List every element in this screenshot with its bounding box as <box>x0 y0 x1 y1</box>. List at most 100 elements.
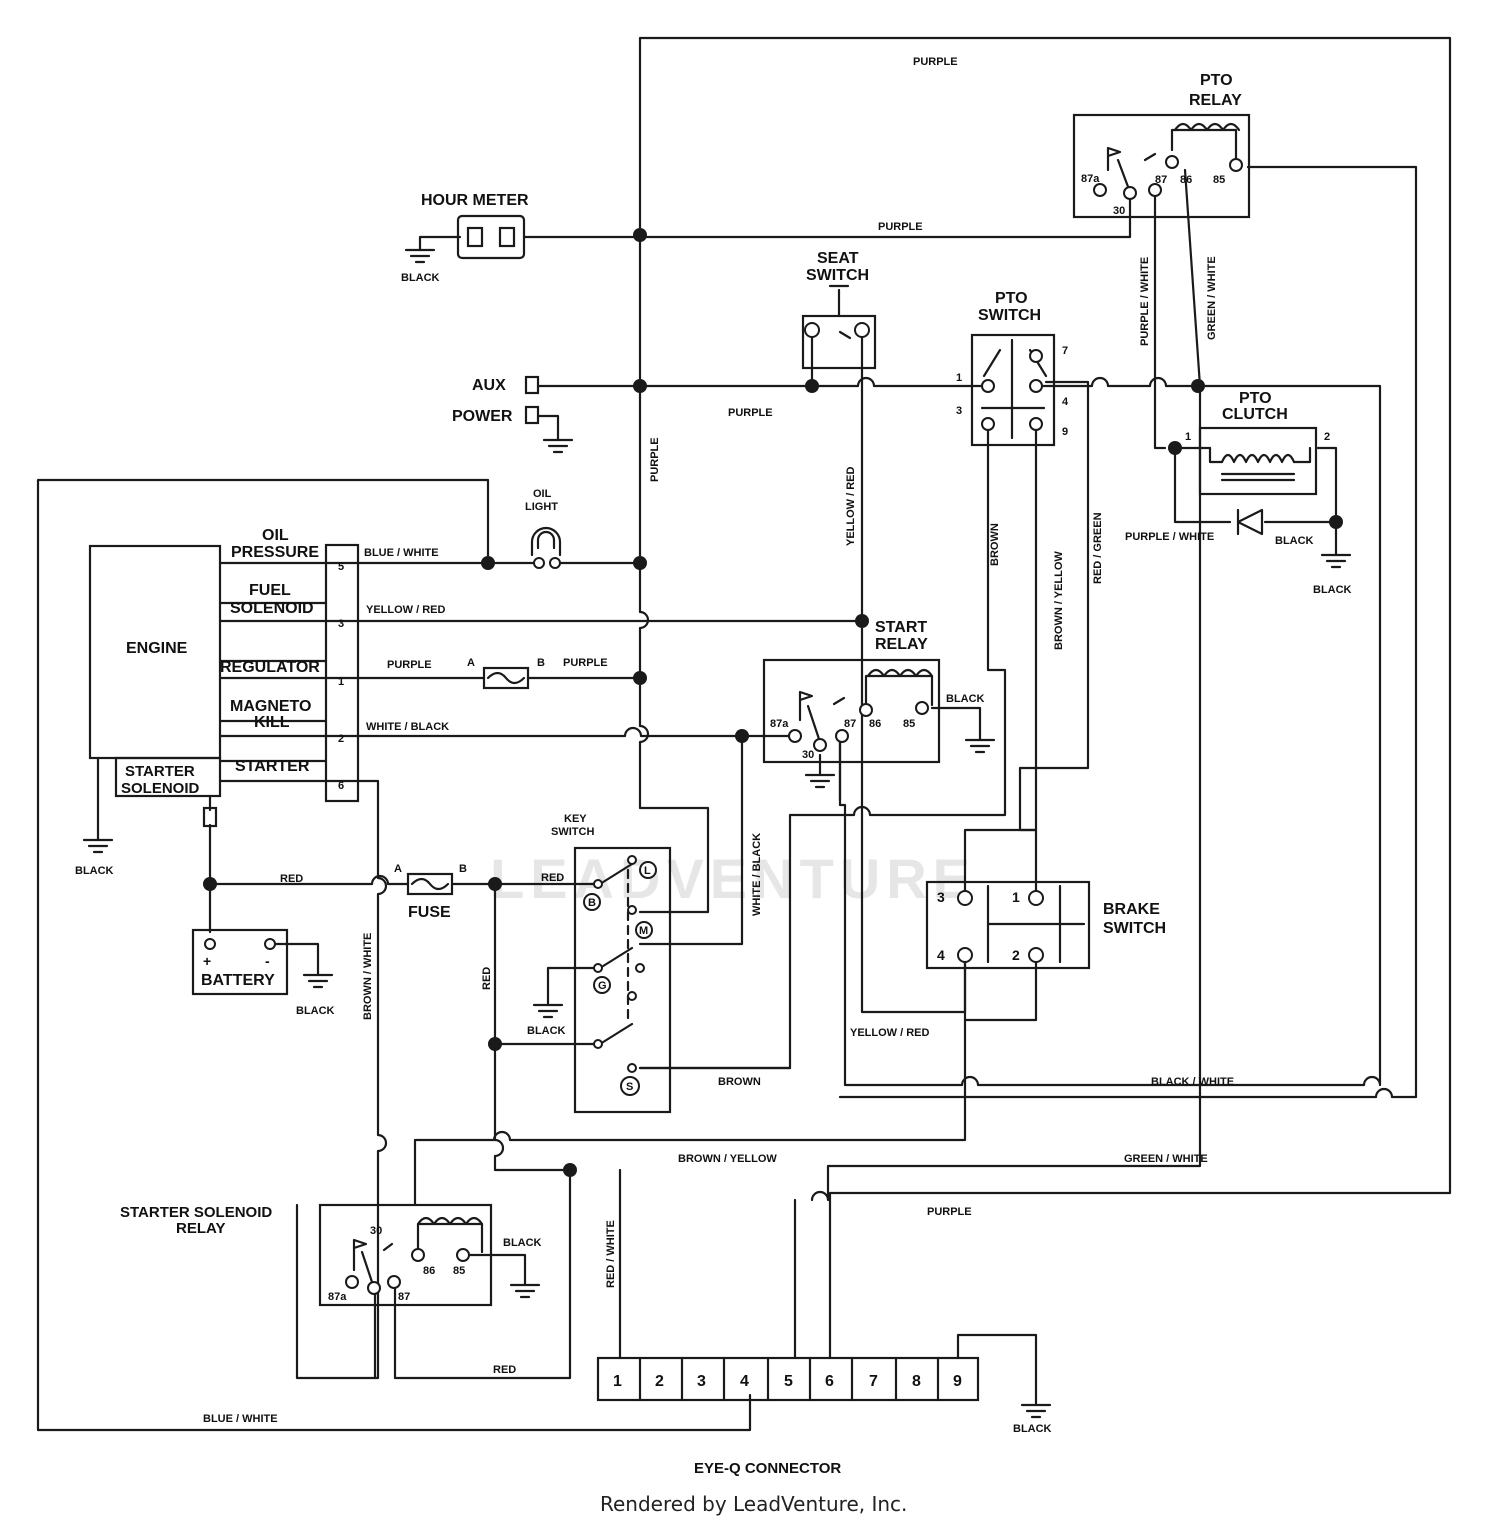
wire-black-ssr <box>461 1253 527 1287</box>
wire-black-eyeq <box>956 1333 1038 1407</box>
eye-q-pin: 4 <box>740 1373 749 1390</box>
junction-dot <box>488 1037 502 1051</box>
pto-clutch-label: CLUTCH <box>1222 406 1288 423</box>
pin-label: B <box>459 863 467 875</box>
terminal <box>456 1248 470 1262</box>
pto-clutch-box <box>1198 426 1318 496</box>
terminal <box>1093 183 1107 197</box>
terminal <box>859 703 873 717</box>
pto-relay-label: RELAY <box>1189 92 1242 109</box>
wire-label: GREEN / WHITE <box>1206 256 1218 340</box>
wire-purple-white-relay <box>1153 188 1167 450</box>
wire-label: BLACK <box>503 1237 542 1249</box>
magneto-kill-label: MAGNETO <box>230 698 311 715</box>
terminal <box>1165 155 1179 169</box>
wire-label: BLACK <box>946 693 985 705</box>
fuel-solenoid-label: SOLENOID <box>230 600 314 617</box>
pin-label: 1 <box>338 676 344 688</box>
pin-label: 9 <box>1062 426 1068 438</box>
hour-meter-slot-right <box>498 226 516 248</box>
junction-dot <box>488 877 502 891</box>
pin-label: 2 <box>338 733 344 745</box>
seat-switch-label: SWITCH <box>806 267 869 284</box>
power-terminal[interactable] <box>524 405 540 425</box>
starter-solenoid-relay-label: RELAY <box>176 1220 225 1237</box>
wire-label: PURPLE <box>387 659 432 671</box>
eye-q-pin: 7 <box>869 1373 878 1390</box>
wire-label: PURPLE <box>913 56 958 68</box>
oil-light-label: LIGHT <box>525 501 558 513</box>
wire-label: BLACK <box>1275 535 1314 547</box>
wire-label: RED <box>541 872 564 884</box>
brake-switch-box <box>925 880 1091 970</box>
hour-meter-slot-left <box>466 226 484 248</box>
pin-label: 86 <box>869 718 881 730</box>
key-position-b <box>583 893 601 911</box>
ground-icon <box>532 1003 564 1019</box>
pin-label: 85 <box>453 1265 465 1277</box>
oil-light-bulb <box>530 526 562 557</box>
wire-label: BROWN <box>718 1076 761 1088</box>
terminal <box>1028 947 1044 963</box>
junction-dot <box>633 556 647 570</box>
wire-label: PURPLE / WHITE <box>1139 257 1151 346</box>
pin-label: 85 <box>1213 174 1225 186</box>
pto-clutch-label: PTO <box>1239 390 1272 407</box>
wire-brown-white <box>218 779 388 1380</box>
pin-label: 7 <box>1062 345 1068 357</box>
power-label: POWER <box>452 408 513 425</box>
ssr-contacts <box>352 1238 394 1284</box>
eye-q-pin: 8 <box>912 1373 921 1390</box>
wire-label: BROWN / YELLOW <box>1053 551 1065 650</box>
main-fuse <box>406 872 454 896</box>
pin-label: 87a <box>770 718 789 730</box>
pin-label: 86 <box>423 1265 435 1277</box>
pto-clutch-leads <box>1208 446 1312 464</box>
terminal <box>627 905 637 915</box>
starter-solenoid-label: SOLENOID <box>121 780 200 797</box>
key-switch-label: KEY <box>564 813 587 825</box>
terminal <box>627 855 637 865</box>
brake-switch-frame <box>986 884 1086 964</box>
terminal <box>981 379 995 393</box>
terminal <box>1229 158 1243 172</box>
ground-icon <box>404 248 436 264</box>
wire-red-vertical <box>393 882 572 1380</box>
eye-q-connector-label: EYE-Q CONNECTOR <box>694 1460 841 1477</box>
clutch-diode <box>1236 508 1264 536</box>
pin-label: 4 <box>937 947 945 963</box>
start-relay-coil-leads <box>864 674 934 707</box>
starter-label: STARTER <box>235 758 310 775</box>
wire-hour-ground <box>418 235 462 252</box>
wire-pto-relay-85 <box>838 165 1418 1099</box>
pin-label: 1 <box>956 372 962 384</box>
terminal <box>593 963 603 973</box>
aux-terminal[interactable] <box>524 375 540 395</box>
start-relay-label: RELAY <box>875 636 928 653</box>
wire-purple-top <box>638 36 1452 1360</box>
junction-dot <box>633 671 647 685</box>
watermark: LEADVENTURE <box>490 847 976 910</box>
pin-label: 1 <box>1012 889 1020 905</box>
seat-switch-blade <box>838 330 852 340</box>
terminal <box>345 1275 359 1289</box>
pto-clutch-core <box>1220 472 1296 482</box>
wire-black-clutch <box>1263 446 1338 524</box>
pin-label: 3 <box>338 618 344 630</box>
terminal <box>1148 183 1162 197</box>
wire-label: RED <box>493 1364 516 1376</box>
wire-label: PURPLE <box>927 1206 972 1218</box>
key-position-l-label: L <box>644 865 651 877</box>
pin-label: 87 <box>1155 174 1167 186</box>
start-relay-contacts <box>798 690 846 744</box>
wire-label: YELLOW / RED <box>850 1027 930 1039</box>
main-fuse-link <box>410 877 450 891</box>
ground-icon <box>82 838 114 854</box>
terminal <box>1029 379 1043 393</box>
battery-label: BATTERY <box>201 972 275 989</box>
pin-label: A <box>394 863 402 875</box>
eye-q-pin: 1 <box>613 1373 622 1390</box>
terminal <box>1029 417 1043 431</box>
